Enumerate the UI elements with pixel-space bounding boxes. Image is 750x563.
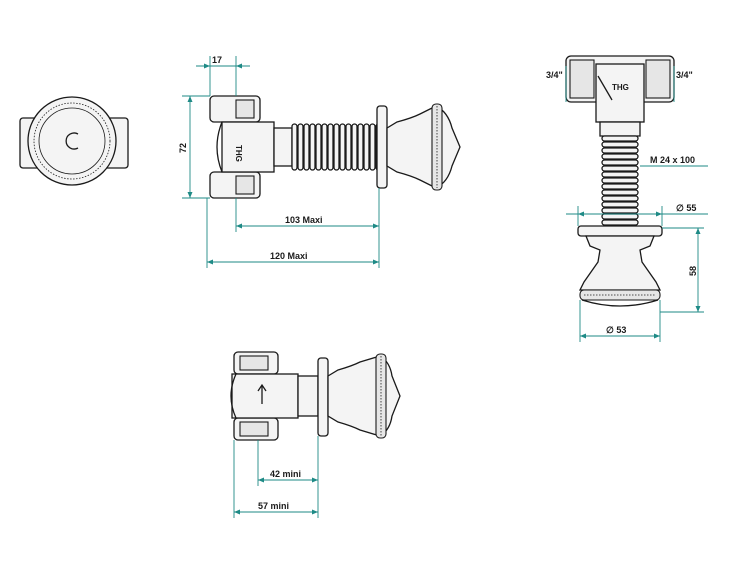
thread-right-label: 3/4" — [676, 70, 693, 80]
tube-rib — [601, 201, 639, 208]
tube-rib — [601, 171, 639, 178]
tube-rib — [601, 189, 639, 196]
tube-rib — [327, 123, 334, 171]
front-view: THG — [565, 55, 675, 307]
dim-72-label: 72 — [178, 143, 188, 153]
tube-rib — [315, 123, 322, 171]
tube-rib — [601, 159, 639, 166]
tube-rib — [345, 123, 352, 171]
tube-rib — [369, 123, 376, 171]
tube-rib — [333, 123, 340, 171]
dimension-lines — [182, 56, 708, 518]
tube-rib — [291, 123, 298, 171]
dia-55-label: ∅ 55 — [676, 203, 696, 213]
tube-rib — [601, 177, 639, 184]
brand-mark: THG — [234, 145, 243, 162]
tube-rib — [601, 165, 639, 172]
side-view: THG — [209, 95, 461, 199]
tube-rib — [303, 123, 310, 171]
tube-rib — [601, 207, 639, 214]
tube-rib — [601, 219, 639, 226]
dim-57-label: 57 mini — [258, 501, 289, 511]
dim-120-label: 120 Maxi — [270, 251, 308, 261]
tube-rib — [601, 135, 639, 142]
dim-103-label: 103 Maxi — [285, 215, 323, 225]
dimension-labels: 17 72 103 Maxi 120 Maxi 42 mini 57 mini … — [178, 55, 698, 511]
tube-rib — [357, 123, 364, 171]
short-version-view — [230, 351, 401, 441]
dim-17-label: 17 — [212, 55, 222, 65]
tube-rib — [601, 195, 639, 202]
tube-rib — [601, 153, 639, 160]
tube-rib — [339, 123, 346, 171]
top-view — [19, 96, 129, 186]
dia-53-label: ∅ 53 — [606, 325, 626, 335]
tube-rib — [309, 123, 316, 171]
tube-rib — [297, 123, 304, 171]
tube-rib — [601, 183, 639, 190]
tube-rib — [363, 123, 370, 171]
thread-m-label: M 24 x 100 — [650, 155, 695, 165]
tube-rib — [601, 141, 639, 148]
tube-rib — [321, 123, 328, 171]
brand-mark-front: THG — [612, 83, 629, 92]
tube-rib — [351, 123, 358, 171]
tube-rib — [601, 147, 639, 154]
dim-58-label: 58 — [688, 266, 698, 276]
thread-left-label: 3/4" — [546, 70, 563, 80]
dim-42-label: 42 mini — [270, 469, 301, 479]
tube-rib — [601, 213, 639, 220]
